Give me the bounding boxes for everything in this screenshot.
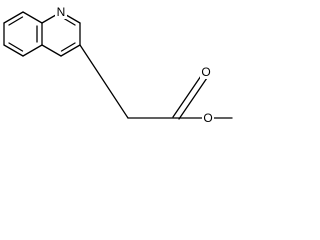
ester-side-chain <box>79 44 233 120</box>
benzene-ring <box>3 11 43 57</box>
bond-c3-ch2 <box>79 44 129 119</box>
carbonyl-oxygen-atom: O <box>200 65 212 79</box>
bond-c8-c7 <box>3 11 24 24</box>
bond-c8a-c8 <box>22 11 43 24</box>
bond-c3-c4 <box>60 44 81 57</box>
ester-oxygen-atom: O <box>202 111 214 125</box>
nitrogen-label: N <box>57 5 66 19</box>
bond-c4-c4a <box>41 44 62 57</box>
double-bond-c3-c4 <box>60 42 76 52</box>
bond-carbonyl-oxygen-b <box>178 74 210 120</box>
carbonyl-oxygen-label: O <box>201 65 210 79</box>
bond-carbonyl-oxygen-a <box>172 72 204 118</box>
molecule-structure: N O O <box>3 5 233 125</box>
double-bond-c8-c7 <box>8 16 24 26</box>
double-bond-c6-c5 <box>8 42 24 52</box>
nitrogen-atom: N <box>55 5 67 19</box>
bond-c5-c4a <box>22 44 43 57</box>
ester-oxygen-label: O <box>203 111 212 125</box>
bond-c6-c5 <box>3 44 24 57</box>
